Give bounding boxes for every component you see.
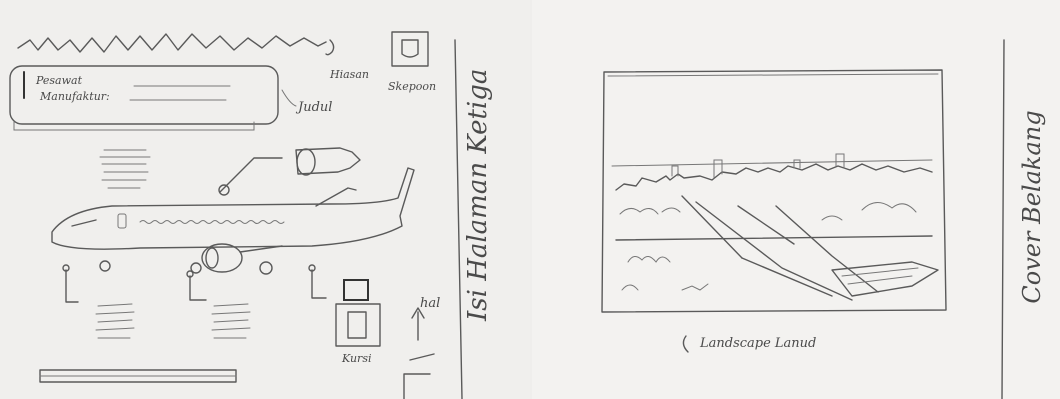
decoration-note: Hiasan: [330, 68, 369, 81]
manufacturer-label: Manufaktur:: [40, 90, 110, 103]
logo-note: Skepoon: [388, 80, 436, 93]
seat-note: Kursi: [342, 352, 371, 365]
inside-page-drawing: [0, 0, 530, 399]
back-cover-sketch: Landscape Lanud Cover Belakang: [532, 0, 1060, 399]
landscape-note: Landscape Lanud: [700, 336, 816, 351]
side-title-right: Cover Belakang: [1017, 97, 1047, 317]
plane-label: Pesawat: [36, 74, 82, 87]
zigzag-ornament: [18, 34, 326, 52]
side-title-left: Isi Halaman Ketiga: [463, 101, 493, 321]
landscape-frame: [602, 70, 946, 312]
title-note: Judul: [298, 100, 332, 115]
page-note: hal: [420, 296, 440, 311]
inside-page-sketch: Pesawat Manufaktur: Hiasan Skepoon Judul…: [0, 0, 530, 399]
